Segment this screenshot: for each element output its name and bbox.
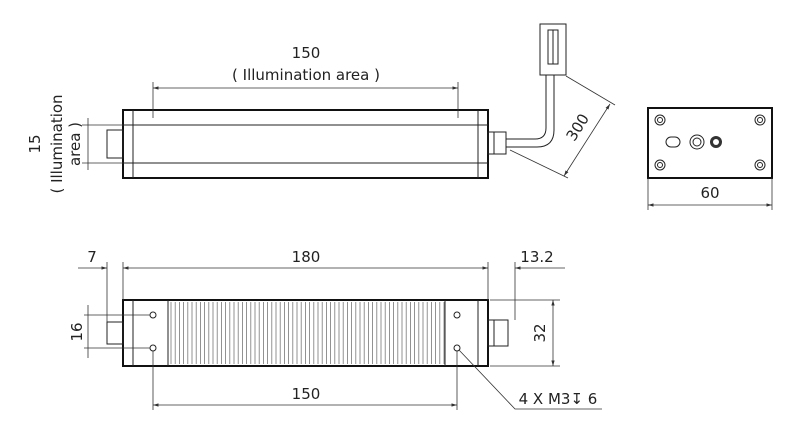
illum-length-text: 150	[292, 44, 321, 62]
illum-label-text: ( Illumination area )	[232, 66, 380, 84]
height-text: 32	[531, 323, 549, 342]
cable	[506, 75, 547, 140]
hole-callout-text: 4 X M3↧ 6	[519, 390, 598, 408]
illum-width-label-2: area )	[66, 122, 84, 166]
hole-spacing-h-text: 150	[292, 385, 321, 403]
overall-length-text: 180	[292, 248, 321, 266]
width-text: 60	[700, 184, 719, 202]
hole-spacing-v-text: 16	[68, 322, 86, 341]
illum-width-text: 15	[26, 134, 44, 153]
end-face	[647, 107, 773, 179]
end-view: 60	[647, 107, 773, 210]
slot	[665, 136, 681, 148]
end-cap	[106, 129, 124, 159]
heatsink-fins	[170, 302, 445, 364]
right-offset-text: 13.2	[520, 248, 553, 266]
cable-length-dim	[563, 103, 611, 177]
light-bar-body	[122, 109, 489, 179]
cable-gland	[487, 131, 507, 155]
mount-holes	[654, 114, 766, 171]
cable-gland	[487, 319, 509, 347]
left-offset-text: 7	[87, 248, 97, 266]
hole-callout-leader	[458, 349, 602, 410]
top-view: 150 ( Illumination area ) 15 ( Illuminat…	[26, 23, 616, 194]
bottom-view: 180 7 13.2 32 16 150 4 X M3↧ 6	[68, 248, 602, 410]
connector-plug	[539, 23, 567, 76]
illum-width-label-1: ( Illumination	[48, 94, 66, 193]
end-cap	[106, 321, 124, 345]
connector-port	[689, 134, 705, 150]
cable-length-text: 300	[563, 110, 593, 144]
